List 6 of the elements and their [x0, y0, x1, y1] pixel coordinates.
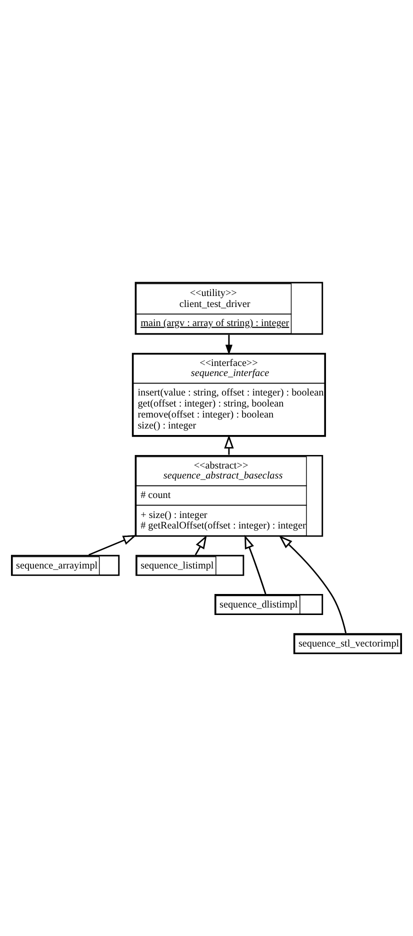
arrow: [244, 534, 266, 594]
arrow: [224, 434, 234, 455]
arrow: [194, 535, 207, 556]
arrow: [278, 535, 347, 634]
arrow: [88, 534, 137, 556]
arrow: [225, 334, 232, 355]
